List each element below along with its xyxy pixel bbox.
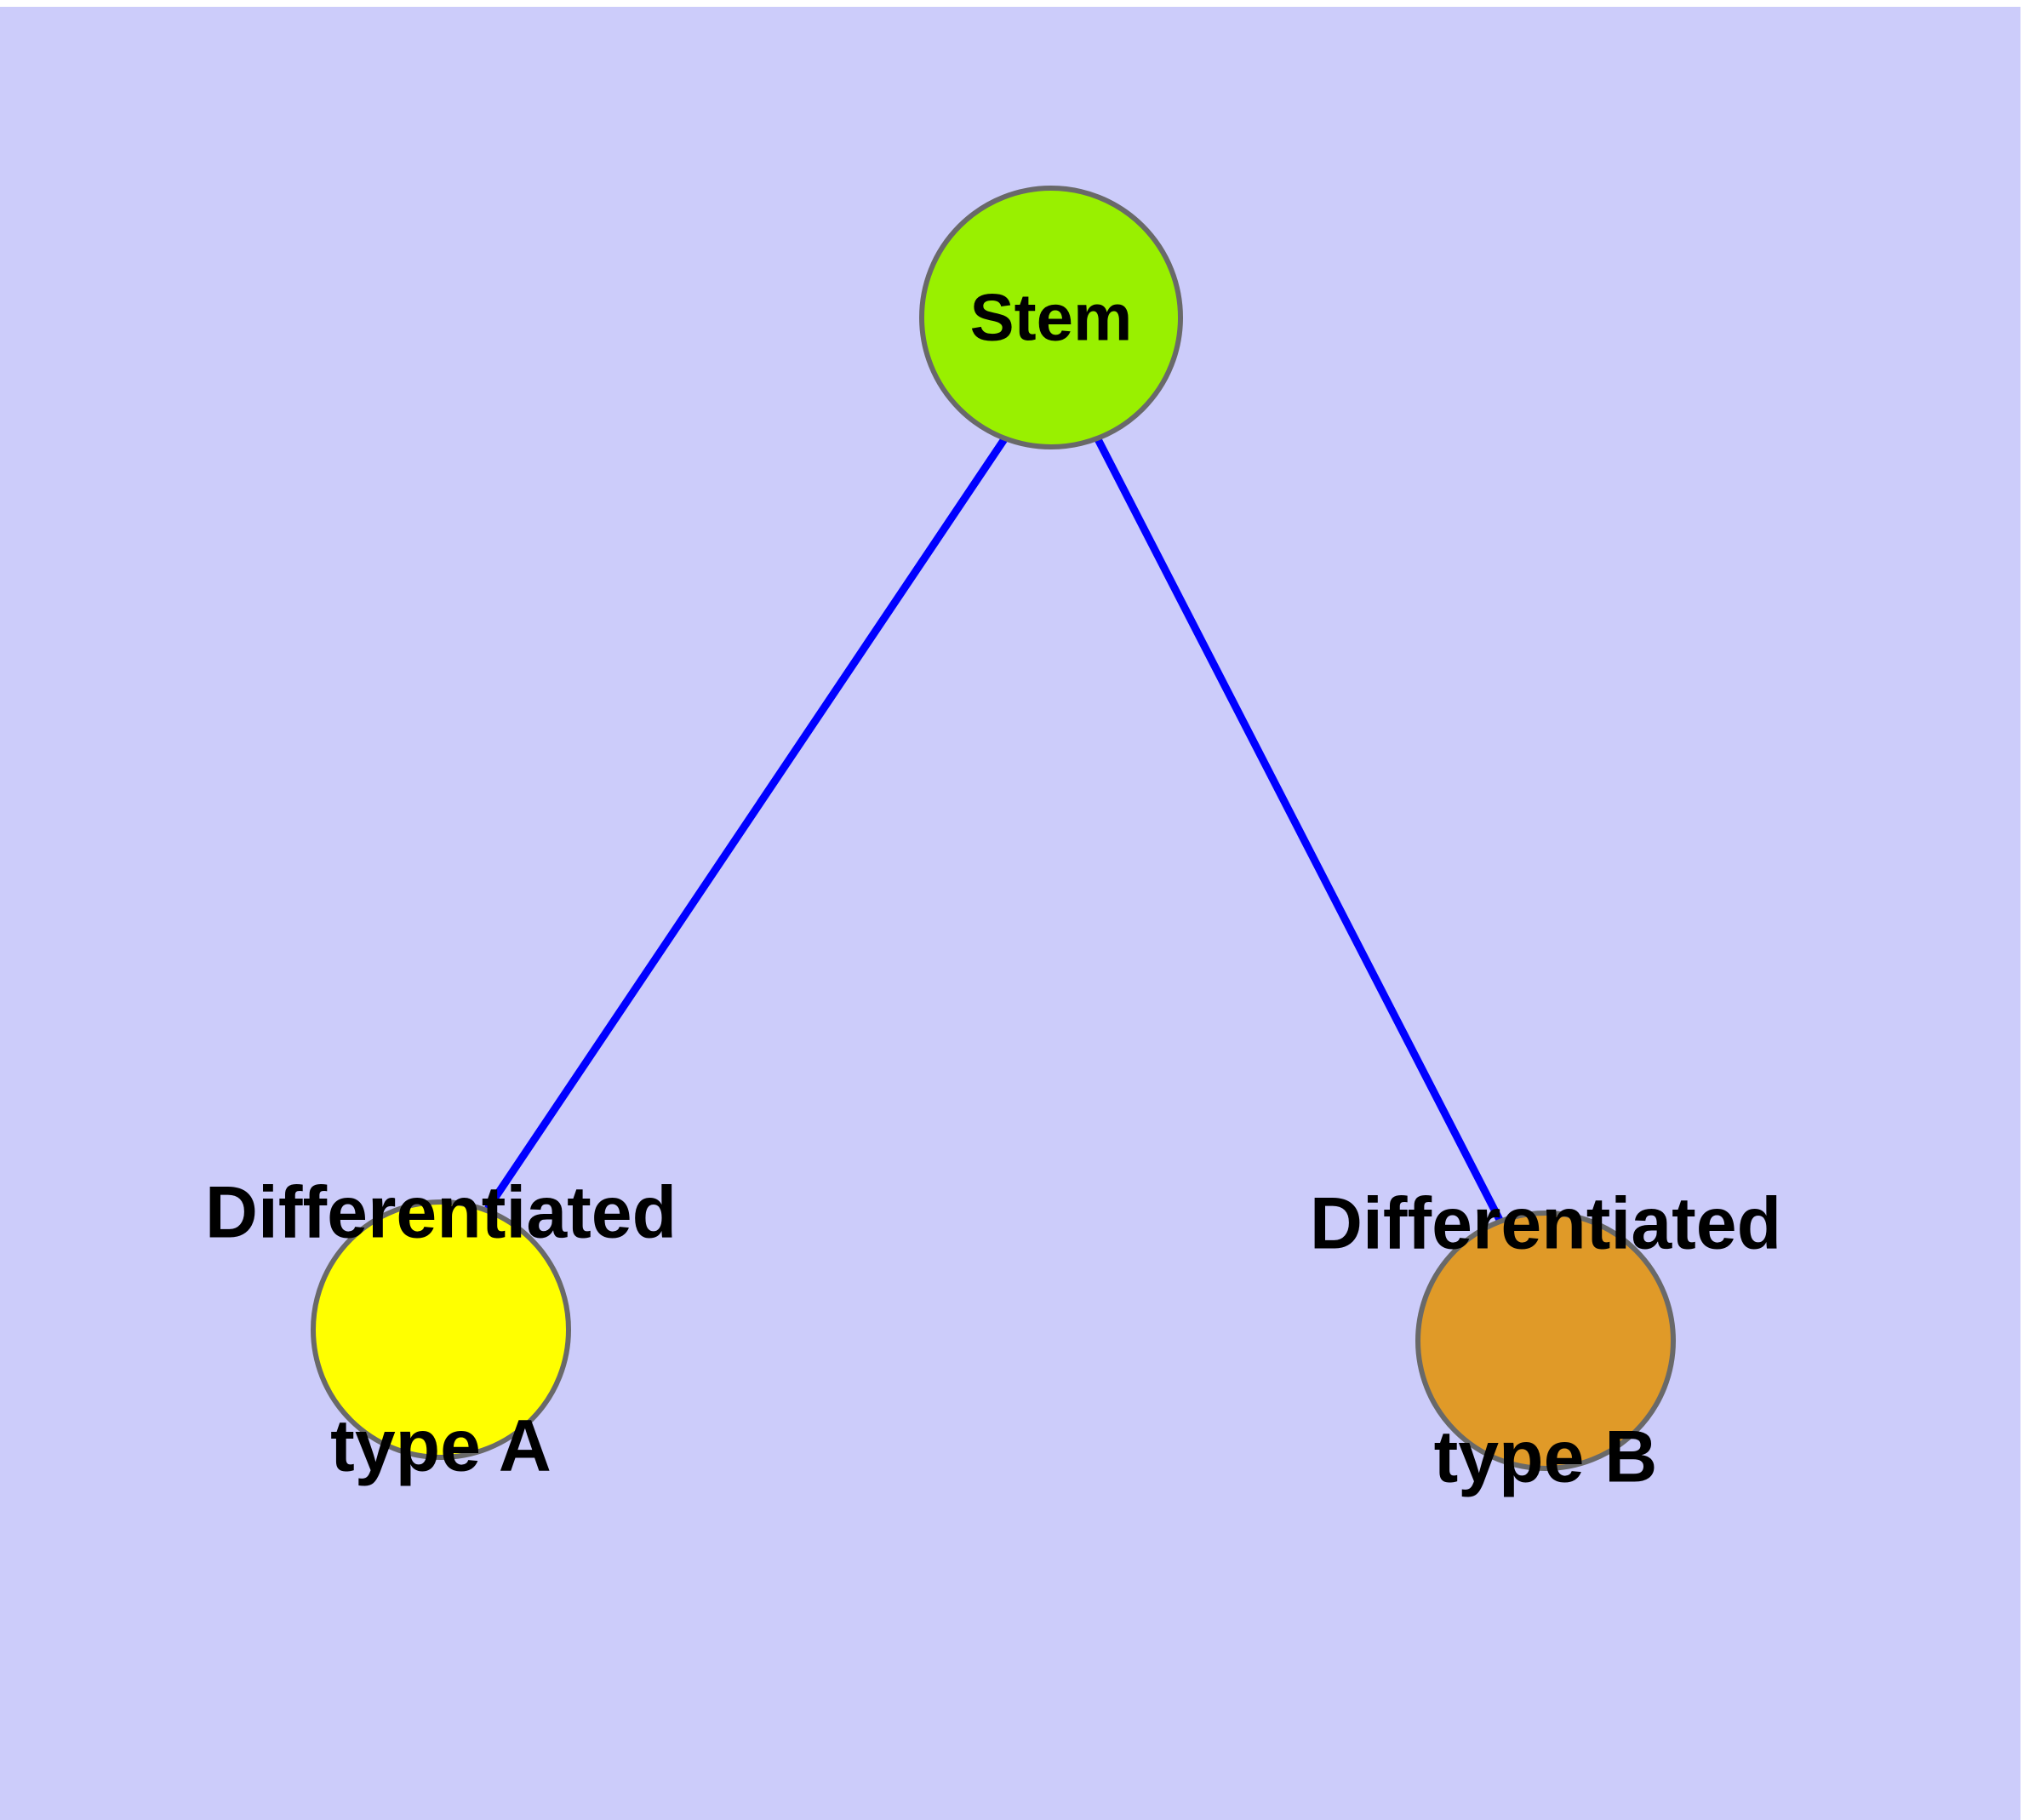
node-layer — [311, 186, 1676, 1471]
node-stem[interactable] — [919, 186, 1183, 449]
edge-layer — [484, 437, 1504, 1222]
edge-stem-to-diff-b — [1094, 437, 1504, 1222]
node-differentiated-type-a[interactable] — [311, 1199, 571, 1460]
diagram-plot-area: Stem Differentiated type A Differentiate… — [0, 7, 2020, 1820]
cell-differentiation-graph — [311, 186, 1676, 1471]
edge-stem-to-diff-a — [484, 437, 1008, 1211]
node-differentiated-type-b[interactable] — [1415, 1210, 1676, 1471]
